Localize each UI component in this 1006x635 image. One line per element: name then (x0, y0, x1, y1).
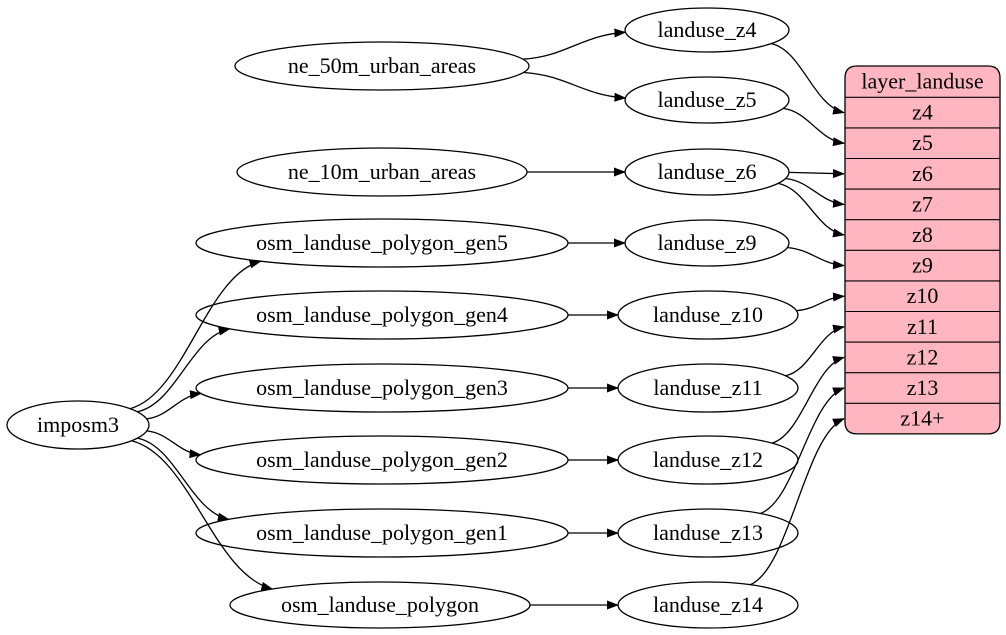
node-ne_10m_urban_areas: ne_10m_urban_areas (236, 147, 528, 197)
node-label: imposm3 (37, 412, 119, 437)
edge-landuse_z6-to-layer_landuse-z6 (788, 169, 845, 179)
edge-landuse_z12-to-layer_landuse-z12 (771, 356, 845, 444)
node-label: landuse_z11 (653, 375, 762, 400)
edge-imposm3-to-osm_landuse_polygon_gen5 (129, 259, 262, 410)
edge-imposm3-to-osm_landuse_polygon_gen4 (137, 326, 231, 413)
record-title: layer_landuse (861, 69, 983, 94)
node-landuse_z4: landuse_z4 (624, 7, 790, 53)
edge-landuse_z4-to-layer_landuse-z4 (771, 42, 845, 115)
node-osm_landuse_polygon_gen5: osm_landuse_polygon_gen5 (195, 218, 569, 268)
node-landuse_z14: landuse_z14 (617, 581, 799, 629)
record-row-z4: z4 (912, 100, 933, 125)
record-layer_landuse: layer_landuse z4 z5 z6 z7 z8 z9 z10 z11 z12 z13 z14… (844, 65, 1001, 435)
record-row-z8: z8 (912, 222, 933, 247)
edge-landuse_z14-to-layer_landuse-z14+ (750, 418, 845, 586)
record-row-z5: z5 (912, 130, 933, 155)
record-row-z7: z7 (912, 191, 933, 216)
node-landuse_z13: landuse_z13 (617, 508, 799, 558)
record-row-z14+: z14+ (900, 406, 944, 431)
node-landuse_z11: landuse_z11 (617, 363, 799, 413)
edge-imposm3-to-osm_landuse_polygon_gen3 (146, 390, 202, 420)
node-label: osm_landuse_polygon_gen2 (256, 447, 508, 472)
node-label: osm_landuse_polygon_gen3 (256, 375, 508, 400)
node-osm_landuse_polygon_gen3: osm_landuse_polygon_gen3 (195, 363, 569, 413)
node-label: osm_landuse_polygon (281, 592, 479, 617)
node-landuse_z5: landuse_z5 (624, 76, 790, 124)
node-landuse_z12: landuse_z12 (617, 435, 799, 485)
node-imposm3: imposm3 (6, 400, 150, 450)
node-label: landuse_z4 (658, 17, 757, 42)
node-label: landuse_z10 (653, 302, 763, 327)
node-label: ne_50m_urban_areas (288, 53, 476, 78)
node-osm_landuse_polygon: osm_landuse_polygon (229, 581, 531, 629)
edge-landuse_z6-to-layer_landuse-z8 (777, 182, 845, 238)
node-label: landuse_z13 (653, 520, 763, 545)
record-row-z10: z10 (907, 283, 939, 308)
node-label: osm_landuse_polygon_gen1 (256, 520, 508, 545)
node-label: landuse_z6 (658, 159, 757, 184)
record-row-z12: z12 (907, 344, 939, 369)
node-label: landuse_z12 (653, 447, 763, 472)
node-osm_landuse_polygon_gen2: osm_landuse_polygon_gen2 (195, 435, 569, 485)
record-row-z6: z6 (912, 161, 933, 186)
edge-imposm3-to-osm_landuse_polygon_gen1 (137, 437, 230, 522)
node-landuse_z9: landuse_z9 (624, 219, 790, 267)
node-label: osm_landuse_polygon_gen4 (256, 302, 508, 327)
edge-landuse_z6-to-layer_landuse-z7 (785, 177, 845, 208)
edge-landuse_z11-to-layer_landuse-z11 (785, 324, 845, 377)
node-label: landuse_z14 (653, 592, 763, 617)
node-label: osm_landuse_polygon_gen5 (256, 230, 508, 255)
edge-ne_50m_urban_areas-to-landuse_z4 (522, 28, 627, 60)
edge-imposm3-to-osm_landuse_polygon (131, 440, 274, 591)
node-landuse_z10: landuse_z10 (617, 290, 799, 340)
edge-landuse_z13-to-layer_landuse-z13 (760, 387, 845, 515)
node-osm_landuse_polygon_gen1: osm_landuse_polygon_gen1 (195, 508, 569, 558)
edge-ne_50m_urban_areas-to-landuse_z5 (523, 71, 627, 102)
node-label: landuse_z9 (658, 230, 757, 255)
edge-landuse_z5-to-layer_landuse-z5 (783, 107, 845, 147)
node-ellipse (234, 41, 530, 91)
node-ellipse (6, 400, 150, 450)
node-osm_landuse_polygon_gen4: osm_landuse_polygon_gen4 (195, 290, 569, 340)
node-label: landuse_z5 (658, 87, 757, 112)
edge-landuse_z10-to-layer_landuse-z10 (796, 292, 845, 312)
node-label: ne_10m_urban_areas (288, 159, 476, 184)
edge-imposm3-to-osm_landuse_polygon_gen2 (146, 430, 202, 459)
record-row-z11: z11 (907, 314, 938, 339)
edge-landuse_z9-to-layer_landuse-z9 (787, 246, 845, 270)
record-row-z13: z13 (907, 375, 939, 400)
node-landuse_z6: landuse_z6 (624, 148, 790, 196)
record-row-z9: z9 (912, 253, 933, 278)
node-ne_50m_urban_areas: ne_50m_urban_areas (234, 41, 530, 91)
